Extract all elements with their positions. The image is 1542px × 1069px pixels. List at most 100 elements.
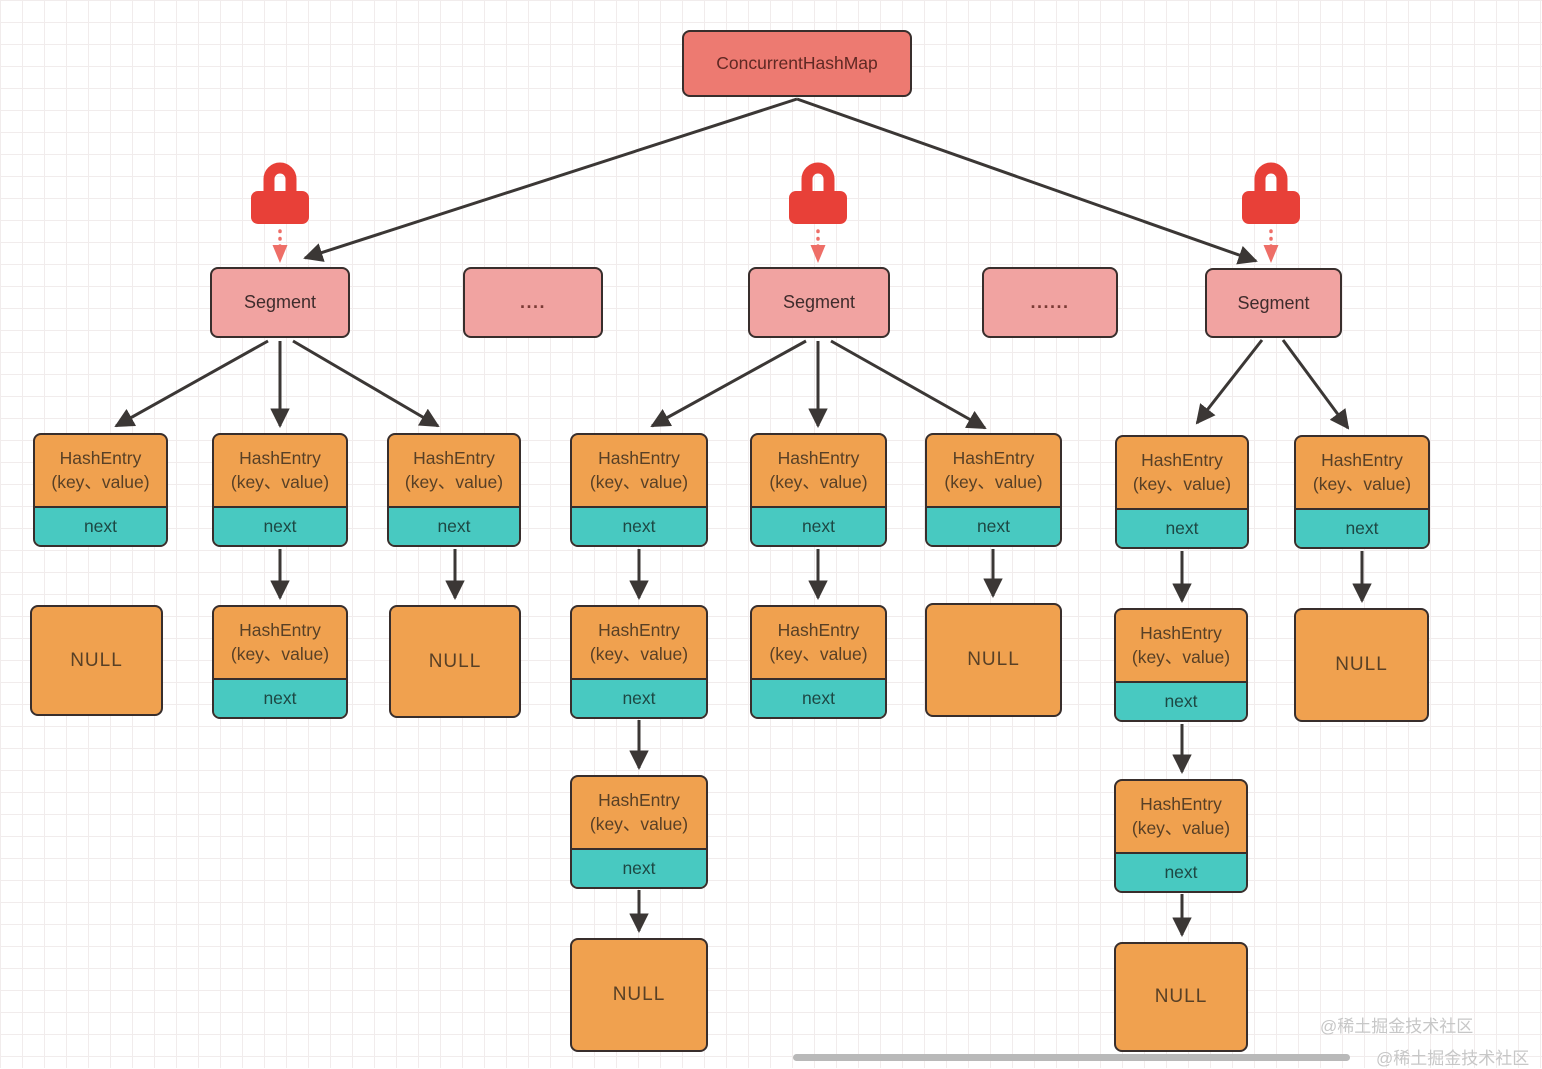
connector-arrow xyxy=(1195,339,1264,425)
segment-ellipsis-node-label: ...... xyxy=(1030,292,1070,312)
next-label: next xyxy=(622,858,656,878)
hashentry-kv-line: (key、value) xyxy=(589,813,689,834)
watermark-text: @稀土掘金技术社区 xyxy=(1376,1049,1530,1068)
bottom-scrollbar xyxy=(793,1054,1350,1061)
hashentry-node: HashEntry(key、value) next xyxy=(212,605,348,719)
segment-node-label: Segment xyxy=(782,292,856,312)
lock-icon xyxy=(789,162,847,263)
hashentry-title-line: HashEntry xyxy=(777,448,860,469)
connector-arrow xyxy=(303,97,798,262)
connector-arrow xyxy=(650,339,807,428)
segment-node-label: Segment xyxy=(243,292,317,312)
next-label: next xyxy=(263,516,297,536)
hashentry-title-line: HashEntry xyxy=(239,620,321,641)
next-label: next xyxy=(801,516,836,536)
hashentry-kv-line: (key、value) xyxy=(230,643,330,664)
hashentry-next-field: next xyxy=(927,508,1060,545)
null-node-label: NULL xyxy=(428,650,482,672)
null-node: NULL xyxy=(1114,942,1248,1052)
hashentry-node: HashEntry(key、value) next xyxy=(570,433,708,547)
hashentry-title: HashEntry(key、value) xyxy=(927,435,1060,508)
null-node-label: NULL xyxy=(1335,654,1388,675)
hashentry-title: HashEntry(key、value) xyxy=(752,607,885,680)
segment-node-label: Segment xyxy=(1237,292,1310,313)
segment-node: Segment xyxy=(748,267,890,338)
next-label: next xyxy=(263,688,297,708)
hashentry-node: HashEntry(key、value) next xyxy=(212,433,348,547)
hashentry-title-line: HashEntry xyxy=(59,448,142,469)
hashentry-next-field: next xyxy=(1117,510,1247,547)
hashentry-node: HashEntry(key、value)next xyxy=(750,605,887,719)
hashentry-node: HashEntry(key、value) next xyxy=(1294,435,1430,549)
hashentry-next-field: next xyxy=(389,508,519,545)
next-label: next xyxy=(622,688,656,708)
hashentry-next-field: next xyxy=(752,508,885,545)
hashentry-title: HashEntry(key、value) xyxy=(752,435,885,508)
hashentry-kv-line: (key、value) xyxy=(1131,817,1231,838)
hashentry-kv-line: (key、value) xyxy=(1312,473,1412,494)
hashentry-title-line: HashEntry xyxy=(598,790,680,811)
hashentry-title-line: HashEntry xyxy=(1141,450,1223,471)
null-node: NULL xyxy=(389,605,521,718)
hashentry-title-line: HashEntry xyxy=(1140,623,1222,644)
hashentry-kv-line: (key、value) xyxy=(51,471,150,492)
next-label: next xyxy=(437,516,471,536)
next-label: next xyxy=(1345,518,1379,538)
connector-arrow xyxy=(796,97,1258,265)
hashentry-title-line: HashEntry xyxy=(239,448,321,469)
null-node-label: NULL xyxy=(1154,986,1208,1007)
hashentry-kv-line: (key、value) xyxy=(944,471,1043,492)
hashentry-title-line: HashEntry xyxy=(598,448,680,469)
segment-node: Segment xyxy=(1205,268,1342,338)
hashentry-next-field: next xyxy=(35,508,166,545)
segment-node: Segment xyxy=(210,267,350,338)
connector-arrow xyxy=(114,339,269,428)
hashentry-title: HashEntry(key、value) xyxy=(572,435,706,508)
null-node-label: NULL xyxy=(967,649,1020,670)
hashentry-title: HashEntry(key、value) xyxy=(572,777,706,850)
null-node: NULL xyxy=(1294,608,1429,722)
hashentry-next-field: next xyxy=(572,680,706,717)
null-node-label: NULL xyxy=(612,984,666,1005)
hashentry-title: HashEntry(key、value) xyxy=(1116,610,1246,683)
hashentry-kv-line: (key、value) xyxy=(769,643,868,664)
hashentry-node: HashEntry(key、value) next xyxy=(750,433,887,547)
next-label: next xyxy=(622,516,656,536)
hashentry-node: HashEntry(key、value)next xyxy=(1115,435,1249,549)
hashentry-title: HashEntry(key、value) xyxy=(214,607,346,680)
null-node: NULL xyxy=(925,603,1062,717)
hashentry-title: HashEntry(key、value) xyxy=(1296,437,1428,510)
hashentry-kv-line: (key、value) xyxy=(1131,646,1231,667)
hashentry-title-line: HashEntry xyxy=(598,620,680,641)
segment-ellipsis-node-label: .... xyxy=(519,292,546,312)
null-node: NULL xyxy=(30,605,163,716)
hashentry-next-field: next xyxy=(214,508,346,545)
hashentry-kv-line: (key、value) xyxy=(230,471,330,492)
hashentry-title-line: HashEntry xyxy=(952,448,1035,469)
hashentry-title: HashEntry(key、value) xyxy=(572,607,706,680)
segment-ellipsis-node: ...... xyxy=(982,267,1118,338)
connector-arrow xyxy=(1281,339,1350,430)
hashentry-node: HashEntry(key、value) next xyxy=(33,433,168,547)
hashentry-node: HashEntry(key、value)next xyxy=(1114,608,1248,722)
hashentry-title-line: HashEntry xyxy=(777,620,860,641)
hashentry-kv-line: (key、value) xyxy=(404,471,504,492)
hashentry-node: HashEntry(key、value) next xyxy=(570,605,708,719)
lock-icons xyxy=(251,162,1300,263)
next-label: next xyxy=(976,516,1011,536)
next-label: next xyxy=(1164,862,1198,882)
hashentry-title-line: HashEntry xyxy=(1140,794,1222,815)
hashentry-title: HashEntry(key、value) xyxy=(1117,437,1247,510)
hashentry-next-field: next xyxy=(1116,854,1246,891)
hashentry-title-line: HashEntry xyxy=(1321,450,1403,471)
connector-arrow xyxy=(830,339,987,430)
hashentry-title-line: HashEntry xyxy=(413,448,495,469)
hashentry-next-field: next xyxy=(572,850,706,887)
hashentry-kv-line: (key、value) xyxy=(589,643,689,664)
watermark-text: @稀土掘金技术社区 xyxy=(1320,1017,1474,1036)
next-label: next xyxy=(83,516,118,536)
hashentry-next-field: next xyxy=(572,508,706,545)
hashentry-node: HashEntry(key、value) next xyxy=(387,433,521,547)
lock-icon xyxy=(1242,162,1300,263)
